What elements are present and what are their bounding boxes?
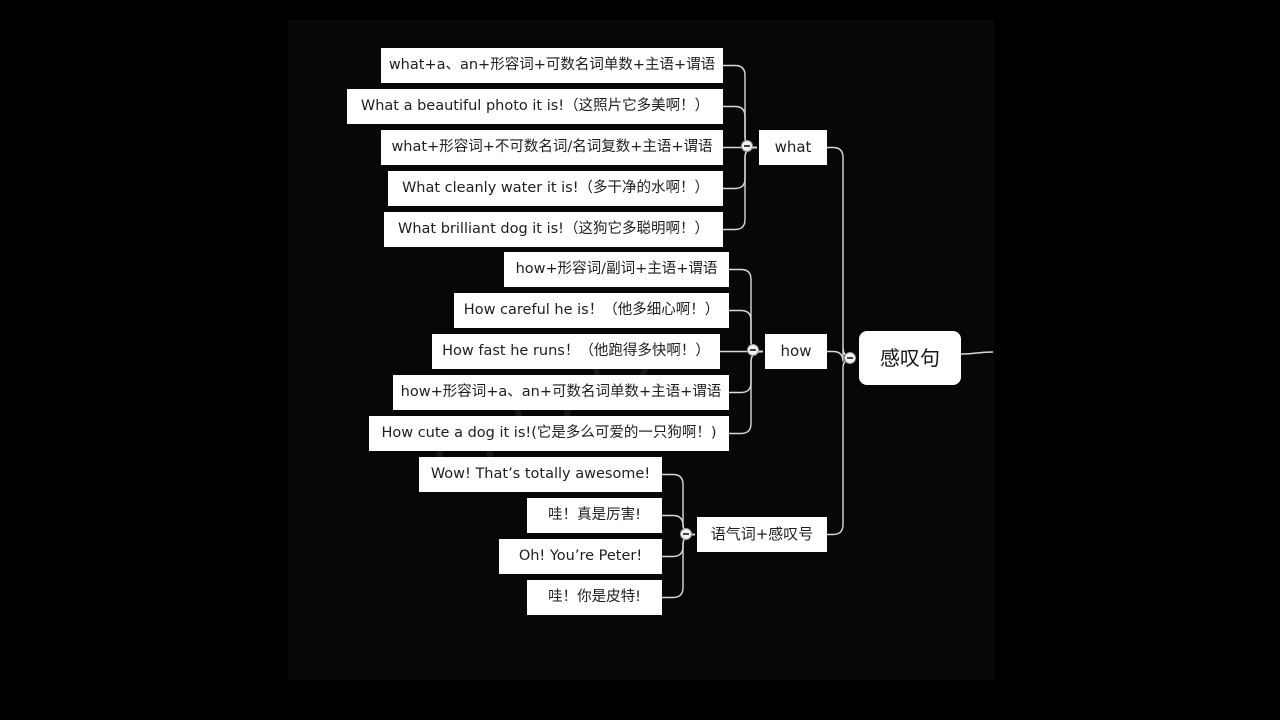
root-collapse-toggle-icon[interactable] xyxy=(844,352,856,364)
interjection-subtopic-3[interactable]: Oh! You’re Peter! xyxy=(499,539,662,574)
what-subtopic-3[interactable]: what+形容词+不可数名词/名词复数+主语+谓语 xyxy=(381,130,723,165)
subtopic-label: 哇！真是厉害! xyxy=(548,507,641,524)
subtopic-label: What a beautiful photo it is!（这照片它多美啊！） xyxy=(360,98,710,115)
subtopic-label: Oh! You’re Peter! xyxy=(518,548,643,565)
interjection-collapse-toggle-icon[interactable] xyxy=(680,528,692,540)
how-subtopic-5[interactable]: How cute a dog it is!(它是多么可爱的一只狗啊！) xyxy=(369,416,729,451)
how-subtopic-2[interactable]: How careful he is！（他多细心啊！） xyxy=(454,293,729,328)
what-subtopic-1[interactable]: what+a、an+形容词+可数名词单数+主语+谓语 xyxy=(381,48,723,83)
interjection-subtopic-4[interactable]: 哇！你是皮特! xyxy=(527,580,662,615)
branch-to-subtopic-line xyxy=(729,350,764,394)
subtopic-label: Wow! That’s totally awesome! xyxy=(430,466,651,483)
branch-to-subtopic-line xyxy=(723,105,758,149)
subtopic-label: what+a、an+形容词+可数名词单数+主语+谓语 xyxy=(388,57,716,74)
root-to-branch-line xyxy=(827,146,856,359)
branch-topic-label: how xyxy=(780,342,812,360)
branch-topic-label: 语气词+感叹号 xyxy=(710,525,814,543)
root-outgoing-line xyxy=(960,351,994,355)
subtopic-label: How fast he runs！（他跑得多快啊！） xyxy=(442,343,710,360)
how-collapse-toggle-icon[interactable] xyxy=(747,344,759,356)
interjection-subtopic-1[interactable]: Wow! That’s totally awesome! xyxy=(419,457,662,492)
branch-to-subtopic-line xyxy=(723,146,758,190)
root-to-branch-line xyxy=(827,357,856,536)
how-subtopic-1[interactable]: how+形容词/副词+主语+谓语 xyxy=(504,252,729,287)
subtopic-label: how+形容词/副词+主语+谓语 xyxy=(515,261,718,278)
how-subtopic-3[interactable]: How fast he runs！（他跑得多快啊！） xyxy=(432,334,720,369)
root-topic-label: 感叹句 xyxy=(880,346,940,370)
branch-to-subtopic-line xyxy=(729,309,764,353)
what-subtopic-4[interactable]: What cleanly water it is!（多干净的水啊！） xyxy=(388,171,723,206)
subtopic-label: What cleanly water it is!（多干净的水啊！） xyxy=(401,180,710,197)
subtopic-label: How careful he is！（他多细心啊！） xyxy=(463,302,720,319)
branch-topic-label: what xyxy=(774,138,812,156)
branch-to-subtopic-line xyxy=(662,533,696,599)
subtopic-label: how+形容词+a、an+可数名词单数+主语+谓语 xyxy=(400,384,722,401)
what-subtopic-2[interactable]: What a beautiful photo it is!（这照片它多美啊！） xyxy=(347,89,723,124)
branch-to-subtopic-line xyxy=(662,473,696,536)
subtopic-label: 哇！你是皮特! xyxy=(548,589,641,606)
how-subtopic-4[interactable]: how+形容词+a、an+可数名词单数+主语+谓语 xyxy=(393,375,729,410)
subtopic-label: what+形容词+不可数名词/名词复数+主语+谓语 xyxy=(391,139,713,156)
what-subtopic-5[interactable]: What brilliant dog it is!（这狗它多聪明啊！） xyxy=(384,212,723,247)
branch-topic-how[interactable]: how xyxy=(765,334,827,369)
branch-topic-interjection[interactable]: 语气词+感叹号 xyxy=(697,517,827,552)
subtopic-label: What brilliant dog it is!（这狗它多聪明啊！） xyxy=(398,221,709,238)
root-topic[interactable]: 感叹句 xyxy=(859,331,961,385)
what-collapse-toggle-icon[interactable] xyxy=(741,140,753,152)
subtopic-label: How cute a dog it is!(它是多么可爱的一只狗啊！) xyxy=(381,425,717,442)
branch-topic-what[interactable]: what xyxy=(759,130,827,165)
interjection-subtopic-2[interactable]: 哇！真是厉害! xyxy=(527,498,662,533)
